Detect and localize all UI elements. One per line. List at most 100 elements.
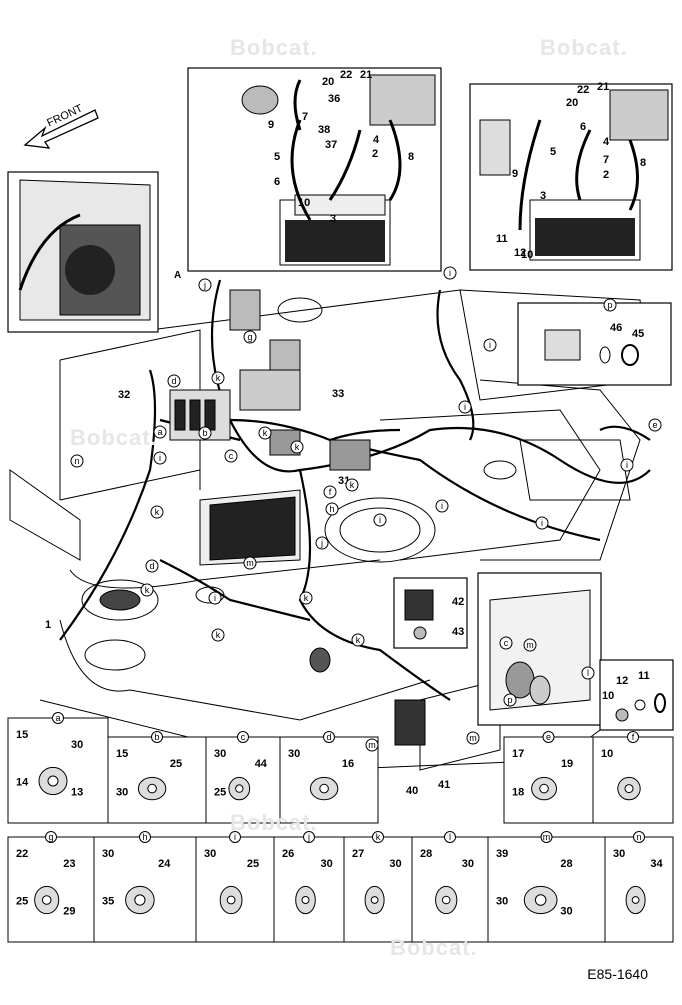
panel-letter-e: e (546, 732, 551, 742)
svg-text:b: b (202, 428, 207, 438)
panel-n-part-34-1: 34 (650, 858, 663, 870)
inset-fuse (393, 577, 468, 649)
panel-letter-f: f (632, 732, 635, 742)
ref-circle-m-10: m (365, 738, 379, 752)
panel-e-part-18-2: 18 (512, 787, 524, 799)
callout-37: 37 (325, 139, 337, 151)
callout-46: 46 (610, 322, 622, 334)
svg-text:m: m (368, 740, 376, 750)
panel-e-part-17-0: 17 (512, 748, 524, 760)
ref-circle-b: b (198, 426, 212, 440)
ref-circle-m-11: m (466, 731, 480, 745)
svg-text:l: l (587, 668, 589, 678)
panel-m-part-28-1: 28 (560, 858, 572, 870)
panel-l-part-30-1: 30 (462, 858, 474, 870)
callout-12: 12 (514, 247, 526, 259)
svg-text:k: k (145, 585, 150, 595)
svg-text:i: i (441, 501, 443, 511)
svg-text:m: m (526, 640, 534, 650)
ref-circle-k-7: k (211, 628, 225, 642)
inset-lower-right (477, 572, 602, 726)
svg-text:k: k (304, 593, 309, 603)
callout-6-alt: 6 (580, 121, 586, 133)
inset-battery-main (187, 67, 442, 272)
ref-circle-k-3: k (150, 505, 164, 519)
panel-h-part-30-0: 30 (102, 848, 114, 860)
detail-panel-f: f 10 (592, 731, 674, 824)
panel-c-part-25-2: 25 (214, 787, 226, 799)
panel-a-part-30-1: 30 (71, 739, 83, 751)
ref-circle-k-5: k (299, 591, 313, 605)
svg-text:i: i (489, 340, 491, 350)
ref-circle-k-17: k (258, 426, 272, 440)
callout-40: 40 (406, 785, 418, 797)
svg-text:a: a (157, 427, 162, 437)
ref-circle-k: k (211, 371, 225, 385)
svg-text:j: j (203, 280, 206, 290)
inset-view-a (7, 171, 159, 333)
panel-j-part-26-0: 26 (282, 848, 294, 860)
callout-2: 2 (372, 148, 378, 160)
callout-22: 22 (340, 69, 352, 81)
ref-circle-i-0: i (373, 513, 387, 527)
inset-washers (599, 659, 674, 731)
svg-text:h: h (329, 504, 334, 514)
callout-10-alt: 10 (521, 249, 533, 261)
callout-7: 7 (302, 111, 308, 123)
callout-3: 3 (330, 213, 336, 225)
svg-text:i: i (379, 515, 381, 525)
callout-7-alt: 7 (603, 154, 609, 166)
callout-36: 36 (328, 93, 340, 105)
svg-text:k: k (155, 507, 160, 517)
ref-circle-i: i (153, 451, 167, 465)
front-arrow-icon (23, 109, 99, 149)
panel-a-part-13-3: 13 (71, 786, 83, 798)
ref-circle-k-16: k (345, 478, 359, 492)
panel-letter-h: h (142, 832, 147, 842)
panel-d-part-16-1: 16 (342, 758, 354, 770)
callout-21-alt: 21 (597, 81, 609, 93)
svg-text:p: p (607, 300, 612, 310)
panel-d-part-30-0: 30 (288, 748, 300, 760)
callout-41: 41 (438, 779, 450, 791)
watermark-2: Bobcat. (540, 35, 628, 60)
panel-i-part-25-1: 25 (247, 858, 259, 870)
ref-circle-k-4: k (140, 583, 154, 597)
ref-circle-f: f (323, 485, 337, 499)
panel-b-part-15-0: 15 (116, 748, 128, 760)
washer-part-12: 12 (616, 675, 628, 687)
panel-letter-b: b (154, 732, 159, 742)
panel-f-part-10-0: 10 (601, 748, 613, 760)
svg-text:f: f (329, 487, 332, 497)
panel-l-part-28-0: 28 (420, 848, 432, 860)
view-marker: A (174, 270, 182, 281)
svg-text:i: i (449, 268, 451, 278)
panel-letter-n: n (636, 832, 641, 842)
svg-text:c: c (504, 638, 509, 648)
callout-9: 9 (268, 119, 274, 131)
ref-circle-k-6: k (351, 633, 365, 647)
callout-5-alt: 5 (550, 146, 556, 158)
callout-4-alt: 4 (603, 136, 610, 148)
callout-11: 11 (496, 233, 508, 245)
svg-text:c: c (229, 451, 234, 461)
ref-circle-h: h (325, 502, 339, 516)
ref-circle-g: g (243, 330, 257, 344)
svg-text:k: k (216, 373, 221, 383)
ref-circle-c-8: c (499, 636, 513, 650)
callout-6: 6 (274, 176, 280, 188)
panel-k-part-30-1: 30 (389, 858, 401, 870)
svg-text:i: i (159, 453, 161, 463)
inset-p (517, 302, 672, 386)
panel-m-part-39-0: 39 (496, 848, 508, 860)
ref-circle-i-20: i (435, 499, 449, 513)
panel-letter-k: k (376, 832, 381, 842)
ref-circle-a: a (153, 425, 167, 439)
callout-43: 43 (452, 626, 464, 638)
